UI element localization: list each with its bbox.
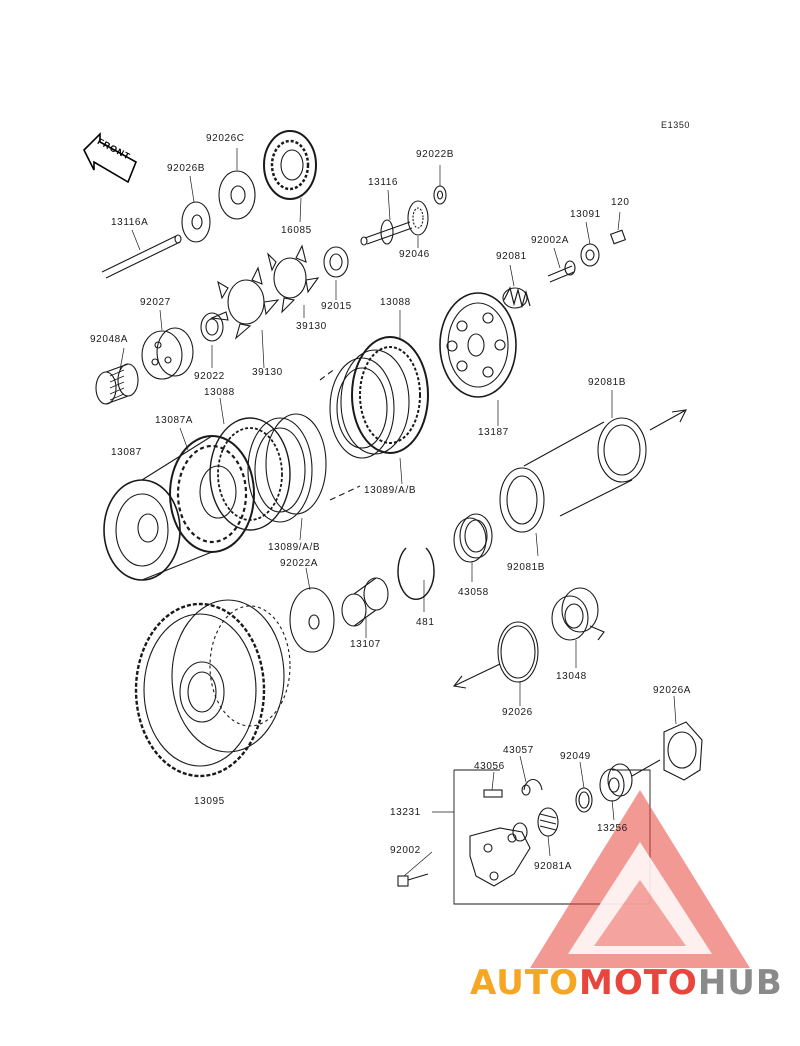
part-label: 13087 xyxy=(111,447,142,458)
washer-92022B xyxy=(433,185,447,205)
part-label: 13231 xyxy=(390,807,421,818)
part-label: 92002A xyxy=(531,235,570,246)
bolt-43056 xyxy=(483,789,503,798)
bearing-92022 xyxy=(200,312,224,342)
bush-43058 xyxy=(453,513,493,563)
part-label: 92048A xyxy=(90,334,129,345)
part-label: 92026 xyxy=(502,707,533,718)
spring-92081A xyxy=(537,807,559,837)
sprocket-16085 xyxy=(263,130,317,200)
oil-seal-13256 xyxy=(599,759,661,802)
washer-92026B xyxy=(181,201,211,243)
part-label: 13116 xyxy=(368,177,399,188)
clutch-hub-13087 xyxy=(103,417,291,581)
leader-lines xyxy=(119,148,677,877)
washer-92022A xyxy=(289,587,335,653)
drawing-code: E1350 xyxy=(661,120,691,130)
bolt-92002A xyxy=(547,260,576,283)
part-label: 13089/A/B xyxy=(364,485,417,496)
hub-92027 xyxy=(141,327,194,380)
part-label: 92026B xyxy=(167,163,206,174)
primary-gear-13095 xyxy=(134,599,291,778)
part-label: 13087A xyxy=(155,415,194,426)
part-label: 13048 xyxy=(556,671,587,682)
part-label: 13256 xyxy=(597,823,628,834)
part-label: 92081B xyxy=(588,377,627,388)
ring-92081B xyxy=(499,467,545,533)
pressure-plate-13187 xyxy=(439,292,517,398)
pin-43057 xyxy=(521,778,543,796)
part-label: 43057 xyxy=(503,745,534,756)
part-label: 13089/A/B xyxy=(268,542,321,553)
watermark-hub: HUB xyxy=(697,963,783,1003)
part-label: 92022B xyxy=(416,149,455,160)
part-label: 92002 xyxy=(390,845,421,856)
part-label: 92081B xyxy=(507,562,546,573)
bolt-92002 xyxy=(397,873,429,887)
part-label: 92026A xyxy=(653,685,692,696)
spring-92081 xyxy=(502,286,531,309)
front-arrow-icon xyxy=(83,132,138,184)
plate-pack-13088 xyxy=(329,336,429,459)
part-label: 92049 xyxy=(560,751,591,762)
watermark-auto: AUTO xyxy=(470,963,579,1003)
part-label: 92081A xyxy=(534,861,573,872)
bolt-120 xyxy=(609,229,627,245)
ring-92026 xyxy=(452,621,539,689)
plate-39130-b xyxy=(266,244,320,314)
part-label: 92015 xyxy=(321,301,352,312)
lifter-13048 xyxy=(551,587,605,641)
ring-92049 xyxy=(575,787,593,813)
bearing-92046 xyxy=(407,200,429,236)
part-label: 92026C xyxy=(206,133,245,144)
part-label: 39130 xyxy=(252,367,283,378)
nut-13091 xyxy=(580,243,600,267)
part-label: 43056 xyxy=(474,761,505,772)
part-label: 43058 xyxy=(458,587,489,598)
gasket-92026A xyxy=(663,721,703,781)
part-label: 92022A xyxy=(280,558,319,569)
part-label: 39130 xyxy=(296,321,327,332)
sleeve-92081B xyxy=(523,409,687,517)
needle-bearing-92048A xyxy=(95,363,139,405)
part-label: 13187 xyxy=(478,427,509,438)
part-label: 120 xyxy=(611,197,630,208)
part-label: 92046 xyxy=(399,249,430,260)
part-label: 481 xyxy=(416,617,435,628)
part-label: 92081 xyxy=(496,251,527,262)
part-label: 16085 xyxy=(281,225,312,236)
part-label: 92022 xyxy=(194,371,225,382)
watermark-triangle-icon xyxy=(530,790,750,968)
watermark-logo: AUTOMOTOHUB xyxy=(470,966,783,1000)
watermark-moto: MOTO xyxy=(578,963,698,1003)
shaft-13116A xyxy=(101,234,182,279)
lever-13231 xyxy=(469,822,531,887)
part-label: 13107 xyxy=(350,639,381,650)
part-label: 13088 xyxy=(204,387,235,398)
part-label: 13095 xyxy=(194,796,225,807)
washer-92026C xyxy=(218,170,256,220)
plate-39130-a xyxy=(209,266,280,340)
part-label: 92027 xyxy=(140,297,171,308)
nut-92015 xyxy=(323,246,349,278)
circlip-481 xyxy=(397,547,435,600)
sleeve-13107 xyxy=(341,577,389,627)
shaft-13116 xyxy=(360,219,413,246)
plate-pack-13089 xyxy=(247,367,361,523)
part-label: 13116A xyxy=(111,217,149,228)
part-label: 13088 xyxy=(380,297,411,308)
part-label: 13091 xyxy=(570,209,601,220)
